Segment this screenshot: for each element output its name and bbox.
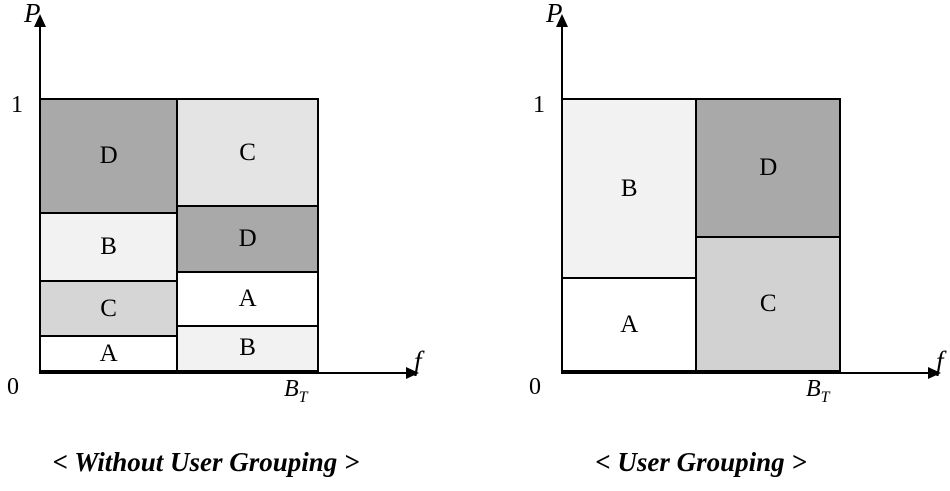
region-label: C xyxy=(100,294,117,322)
region-C: C xyxy=(697,236,839,370)
region-label: D xyxy=(759,154,778,182)
region-label: A xyxy=(238,285,257,313)
origin-label: 0 xyxy=(7,374,19,400)
bt-base: B xyxy=(284,376,299,402)
bt-subscript: T xyxy=(820,388,830,406)
x-axis-label: f xyxy=(936,346,944,376)
x-axis-label: f xyxy=(414,346,422,376)
diagram-caption: < User Grouping > xyxy=(595,447,807,477)
diagram-caption: < Without User Grouping > xyxy=(52,447,360,477)
region-label: B xyxy=(100,233,117,261)
y-axis-arrowhead xyxy=(34,14,46,27)
x-axis xyxy=(561,367,941,379)
region-B: B xyxy=(563,100,696,278)
region-label: B xyxy=(239,334,256,362)
origin-label: 0 xyxy=(529,374,541,400)
region-A: A xyxy=(41,335,177,370)
x-axis xyxy=(39,367,419,379)
region-B: B xyxy=(178,324,317,370)
x-axis-tick-bt: BT xyxy=(284,376,308,407)
region-label: D xyxy=(238,225,257,253)
y-axis-arrowhead xyxy=(556,14,568,27)
region-D: D xyxy=(697,100,839,237)
region-C: C xyxy=(41,280,177,336)
region-label: B xyxy=(620,174,638,202)
x-axis-arrowhead xyxy=(928,367,941,379)
y-axis-tick-1: 1 xyxy=(11,92,23,118)
region-label: C xyxy=(239,138,256,166)
region-A: A xyxy=(563,277,696,370)
x-axis-arrowhead xyxy=(406,367,419,379)
region-D: D xyxy=(41,100,177,213)
region-B: B xyxy=(41,212,177,281)
x-axis-tick-bt: BT xyxy=(806,376,830,407)
bt-base: B xyxy=(806,376,821,402)
region-label: C xyxy=(759,290,777,318)
region-D: D xyxy=(178,205,317,272)
region-label: D xyxy=(99,142,118,170)
y-axis-tick-1: 1 xyxy=(533,92,545,118)
region-label: A xyxy=(99,339,118,367)
region-C: C xyxy=(178,100,317,206)
bt-subscript: T xyxy=(298,388,308,406)
region-label: A xyxy=(620,310,639,338)
region-A: A xyxy=(178,271,317,325)
